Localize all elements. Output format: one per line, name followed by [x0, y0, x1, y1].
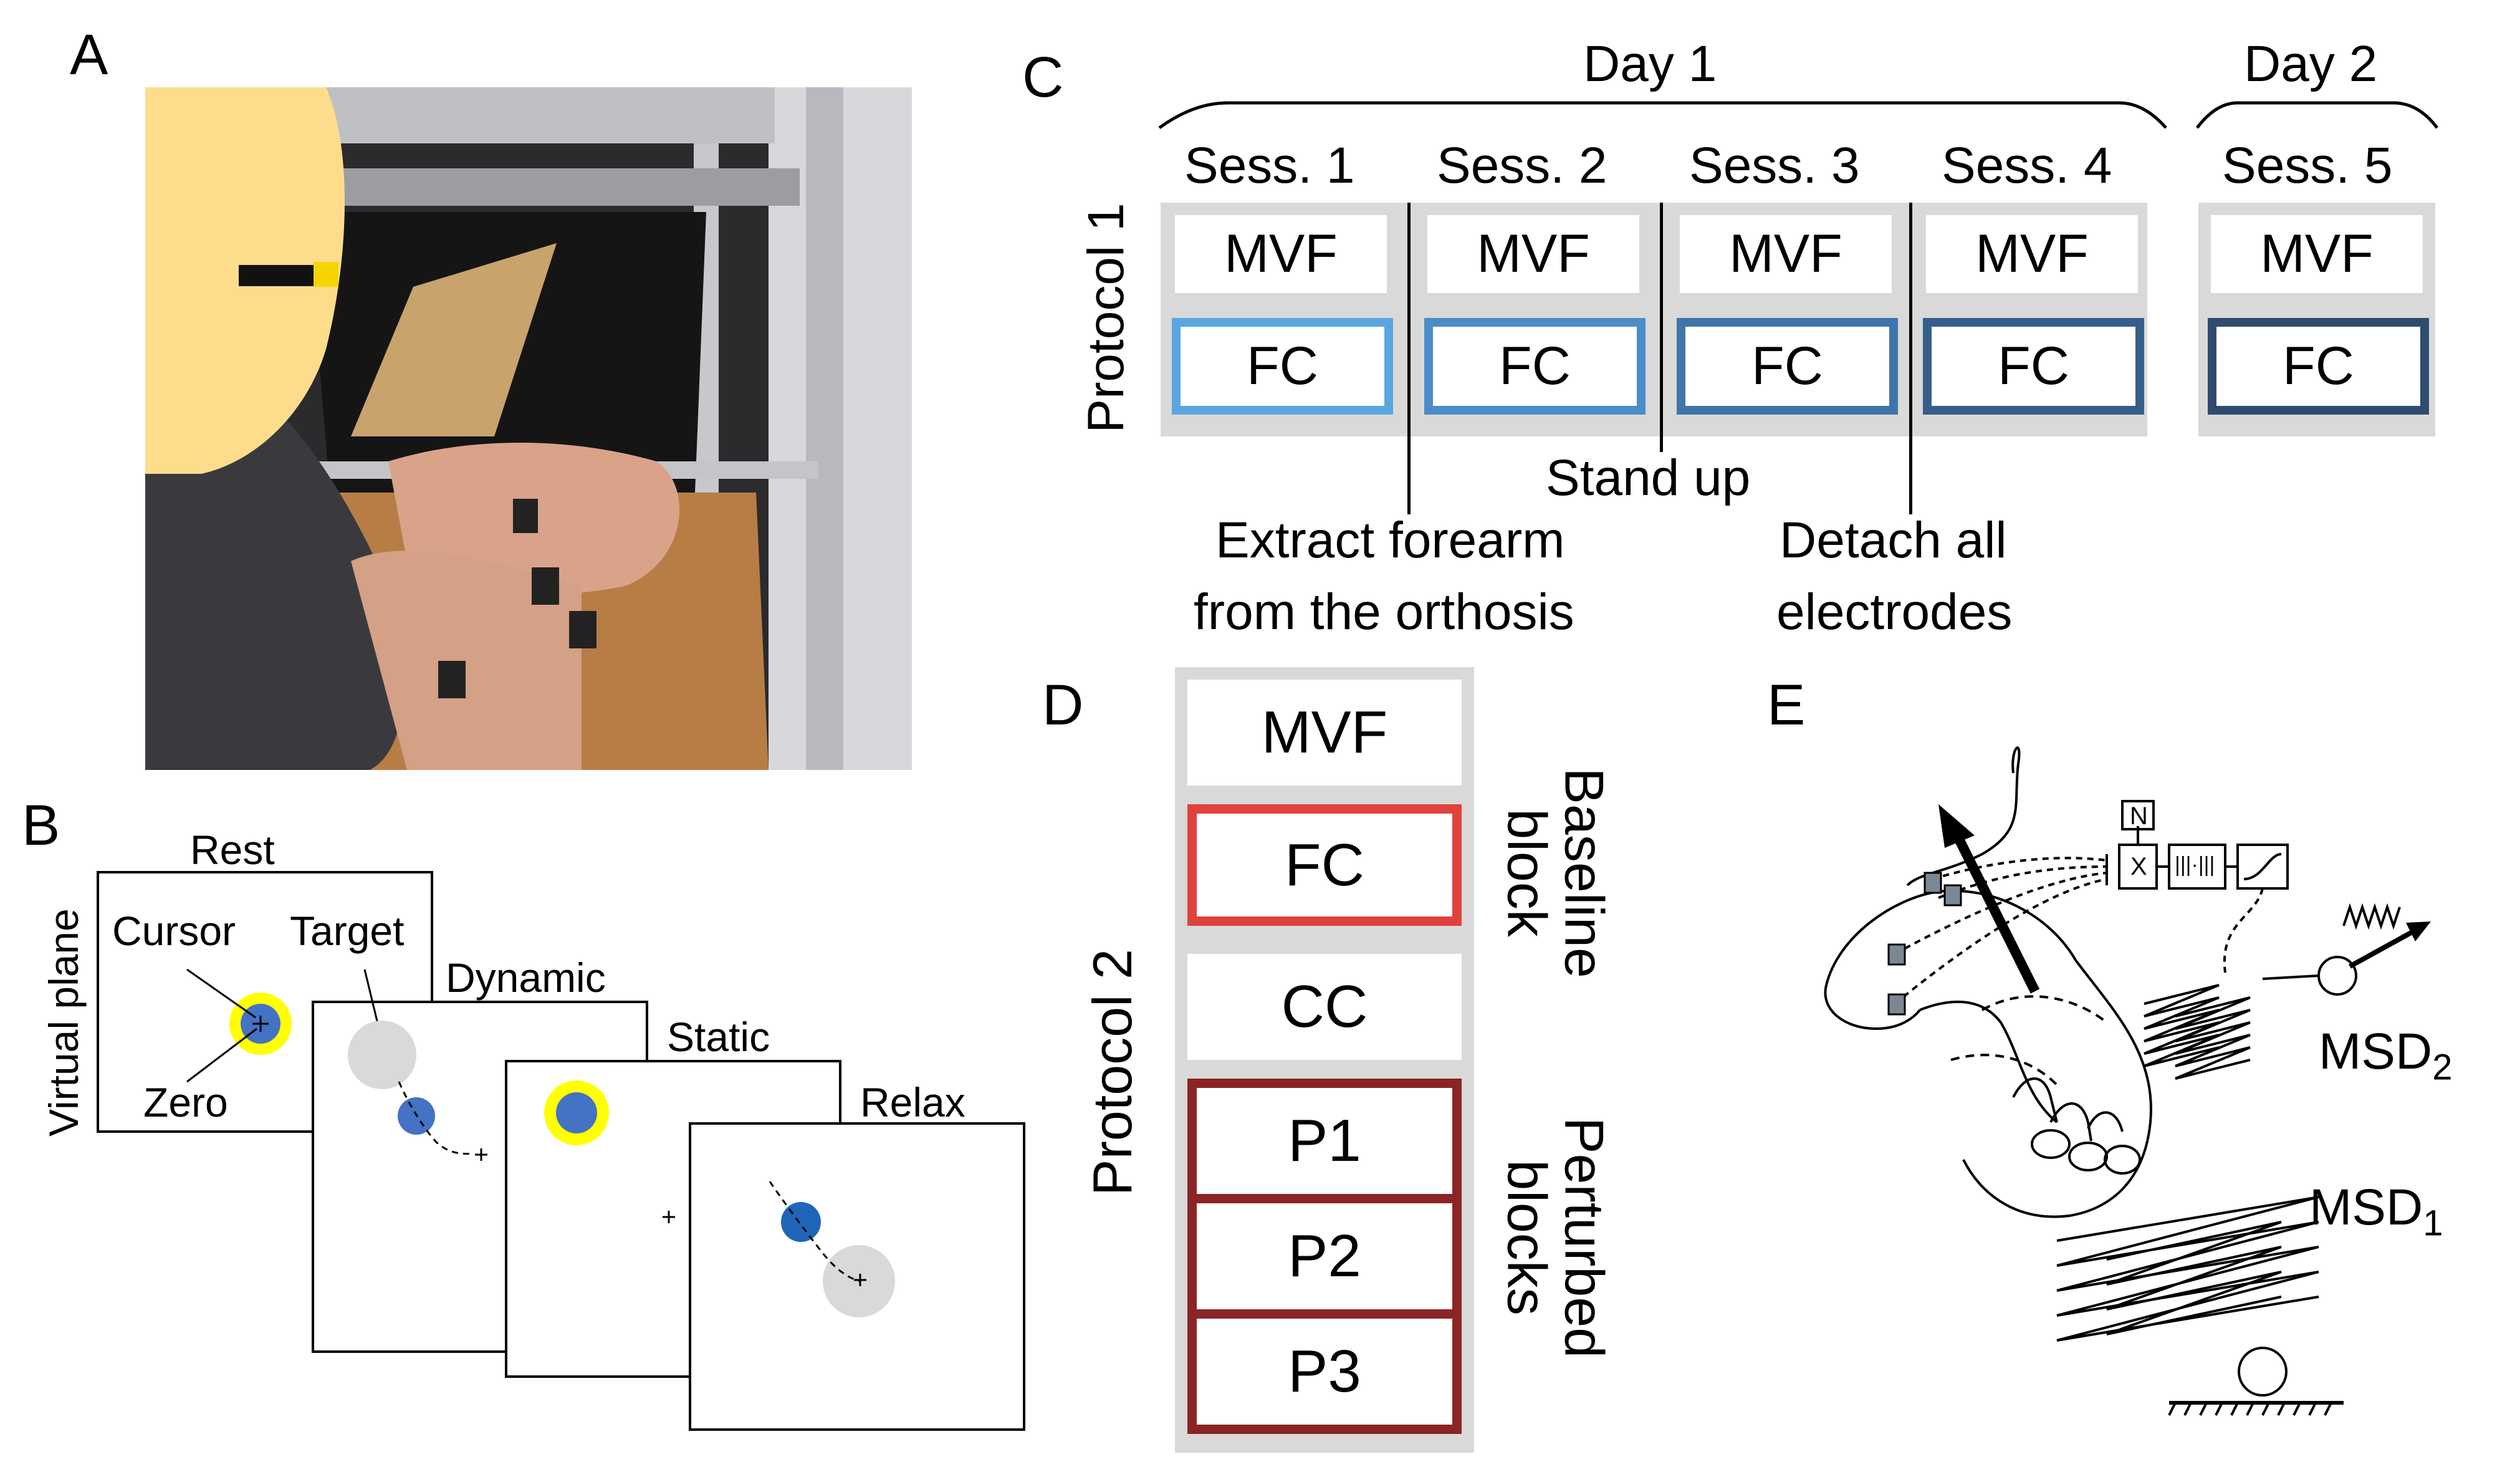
panel-label-b: B: [22, 794, 60, 857]
target-pointer-line: [363, 969, 380, 1029]
x-box-label: X: [2130, 853, 2147, 880]
protocol-2-fc: FC: [1187, 804, 1462, 926]
msd1-label: MSD1: [2309, 1178, 2443, 1244]
detach-electrodes-note-line-1: Detach all: [1780, 512, 2007, 569]
filter-box-label: |||·|||: [2175, 853, 2215, 877]
session-4-label: Sess. 4: [1942, 137, 2112, 194]
n-box-label: N: [2130, 802, 2148, 830]
session-5-fc: FC: [2208, 318, 2429, 415]
extract-forearm-note-line-1: Extract forearm: [1215, 512, 1565, 569]
session-4-mvf: MVF: [1926, 215, 2138, 293]
protocol-2-cc: CC: [1187, 954, 1462, 1060]
session-1-label: Sess. 1: [1184, 137, 1355, 194]
relax-label: Relax: [860, 1079, 965, 1125]
zero-pointer-line: [186, 1027, 257, 1083]
session-3-label: Sess. 3: [1689, 137, 1860, 194]
dynamic-target: [348, 1021, 416, 1089]
extract-forearm-note-line-2: from the orthosis: [1194, 584, 1574, 640]
session-1-fc: FC: [1172, 318, 1393, 415]
experimental-setup-photo: [145, 87, 912, 770]
dynamic-label: Dynamic: [446, 955, 606, 1001]
day-1-label: Day 1: [1583, 36, 1717, 92]
cursor-pointer-line: [186, 968, 256, 1019]
session-5-label: Sess. 5: [2222, 137, 2393, 194]
zero-label: Zero: [143, 1079, 228, 1125]
session-2-mvf: MVF: [1427, 215, 1639, 293]
msd2-sub: 2: [2432, 1047, 2453, 1088]
cursor-label: Cursor: [112, 908, 236, 954]
dynamic-trajectory: [398, 1081, 474, 1155]
session-5-mvf: MVF: [2211, 215, 2423, 293]
panel-label-c: C: [1022, 46, 1064, 109]
divider-2: [1660, 203, 1663, 452]
panel-label-a: A: [70, 23, 108, 87]
msd1-sub: 1: [2423, 1203, 2443, 1244]
stand-up-note: Stand up: [1546, 450, 1751, 506]
msd2-base: MSD: [2319, 1023, 2433, 1080]
protocol-2-p3: P3: [1187, 1309, 1462, 1434]
session-4-fc: FC: [1923, 318, 2144, 415]
protocol-2-p1: P1: [1187, 1079, 1462, 1203]
detach-electrodes-note-line-2: electrodes: [1776, 584, 2013, 640]
static-cursor: [556, 1092, 597, 1133]
session-3-fc: FC: [1677, 318, 1898, 415]
photo-icon: [145, 87, 912, 770]
session-1-mvf: MVF: [1175, 215, 1387, 293]
session-2-fc: FC: [1424, 318, 1646, 415]
day-2-label: Day 2: [2244, 36, 2378, 92]
session-2-label: Sess. 2: [1437, 137, 1607, 194]
panel-label-e: E: [1767, 673, 1806, 737]
protocol-2-mvf: MVF: [1187, 680, 1462, 786]
arrow-icon: [1952, 833, 2040, 994]
static-label: Static: [667, 1014, 770, 1060]
divider-1: [1407, 203, 1411, 514]
divider-3: [1909, 203, 1912, 514]
target-label: Target: [290, 908, 405, 954]
msd1-base: MSD: [2309, 1179, 2423, 1236]
spring-icon: [2342, 903, 2401, 930]
rest-label: Rest: [190, 827, 275, 873]
msd2-label: MSD2: [2319, 1022, 2452, 1088]
panel-label-d: D: [1042, 673, 1084, 737]
session-3-mvf: MVF: [1680, 215, 1892, 293]
